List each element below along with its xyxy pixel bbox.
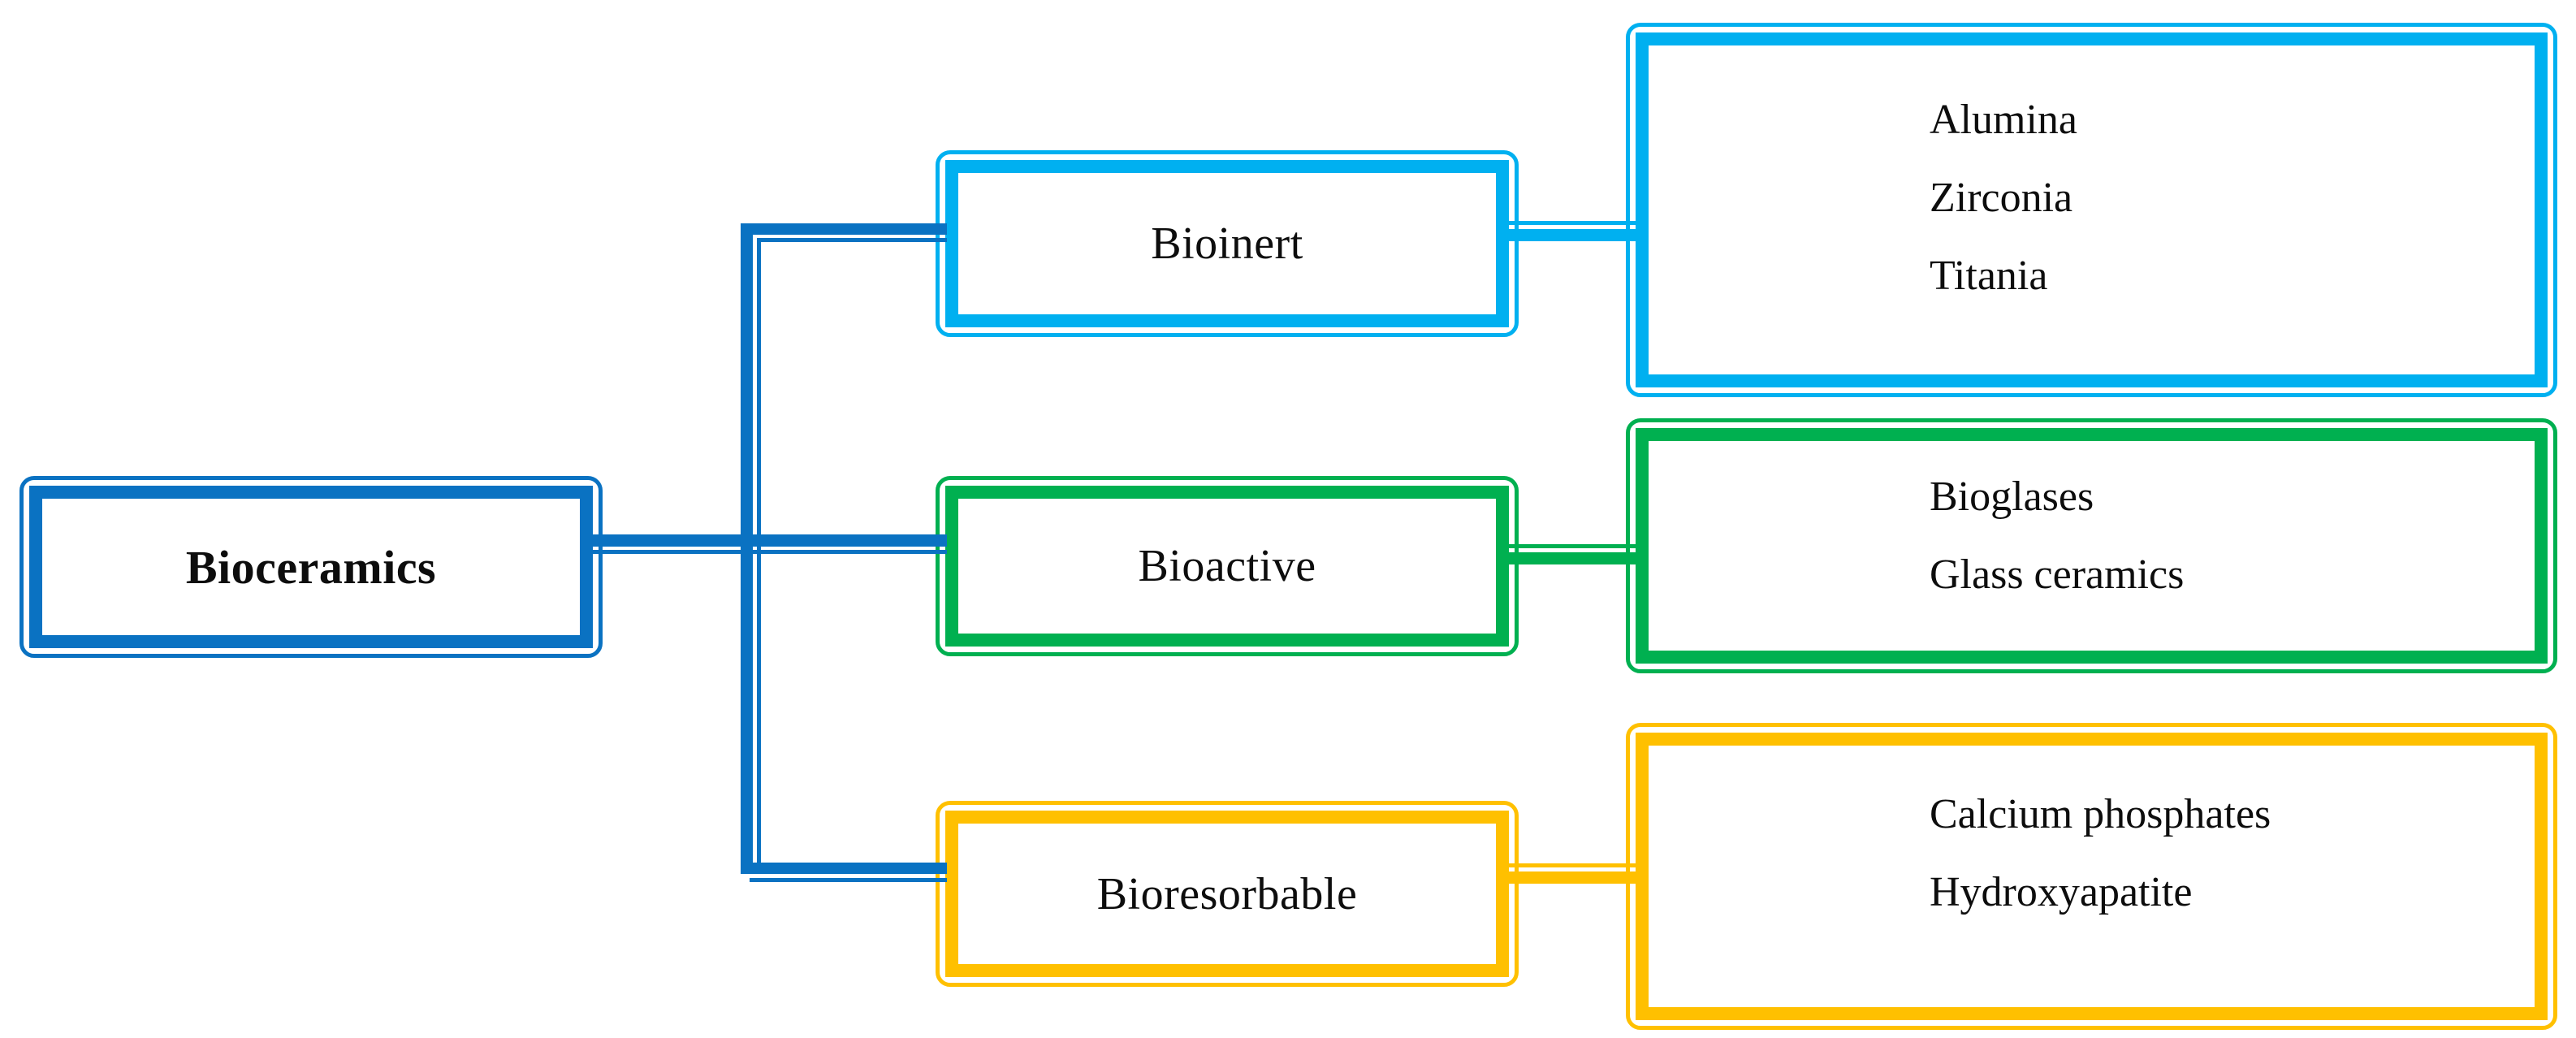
node-bioactive-label: Bioactive <box>1138 541 1316 591</box>
connector-branch-bioinert-thin <box>757 238 947 242</box>
list-item: Hydroxyapatite <box>1930 869 2193 915</box>
connector-branch-bioinert-thick <box>741 223 947 235</box>
connector-bioactive-examples-thin <box>1507 544 1639 548</box>
list-item: Titania <box>1930 252 2048 299</box>
node-bioceramics: Bioceramics <box>19 476 603 658</box>
connector-bioresorbable-examples-thin <box>1507 863 1639 867</box>
connector-bioresorbable-examples-thick <box>1507 871 1639 884</box>
list-item: Calcium phosphates <box>1930 791 2271 837</box>
node-bioinert-label: Bioinert <box>1151 218 1303 269</box>
node-bioinert-examples: Alumina Zirconia Titania <box>1626 23 2557 397</box>
node-bioactive-examples: Bioglases Glass ceramics <box>1626 418 2557 673</box>
connector-branch-bioresorbable-thin <box>750 878 947 882</box>
list-item: Alumina <box>1930 96 2077 143</box>
node-bioresorbable-label: Bioresorbable <box>1096 868 1358 919</box>
node-bioresorbable-examples: Calcium phosphates Hydroxyapatite <box>1626 723 2557 1030</box>
connector-root-to-bioactive-thin <box>590 550 947 554</box>
connector-bioinert-examples-thin <box>1507 221 1639 225</box>
connector-root-to-bioactive-thick <box>590 534 947 547</box>
node-bioceramics-label: Bioceramics <box>185 540 437 594</box>
node-bioactive: Bioactive <box>936 476 1519 656</box>
connector-trunk-thick <box>741 223 753 874</box>
node-bioinert: Bioinert <box>936 150 1519 337</box>
list-item: Bioglases <box>1930 474 2094 520</box>
connector-trunk-thin <box>757 238 761 863</box>
list-item: Zirconia <box>1930 174 2073 221</box>
connector-bioactive-examples-thick <box>1507 552 1639 564</box>
connector-bioinert-examples-thick <box>1507 229 1639 241</box>
connector-branch-bioresorbable-thick <box>741 863 947 874</box>
list-item: Glass ceramics <box>1930 551 2185 598</box>
node-bioresorbable: Bioresorbable <box>936 801 1519 987</box>
